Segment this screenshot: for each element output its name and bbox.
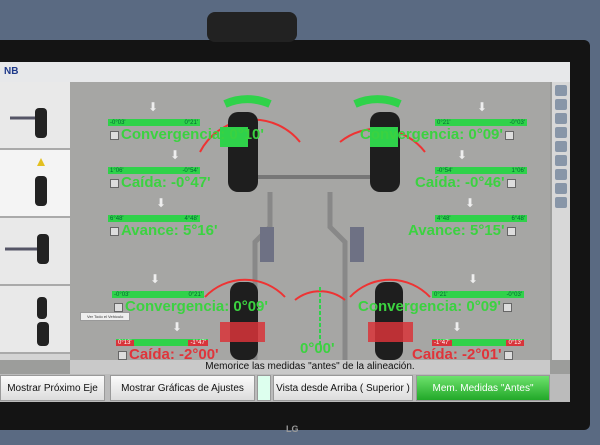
rr-toe-value: Convergencia: 0°09' (358, 298, 514, 315)
rl-toe-gauge: ⬇-0°03'0°21' (112, 272, 204, 298)
fl-camber-value: Caída: -0°47' (108, 174, 211, 191)
top-view-button[interactable]: Vista desde Arriba ( Superior ) (273, 375, 413, 401)
rl-camber-value: Caída: -2°00' (116, 346, 219, 363)
rr-toe-gauge: ⬇0°21'-0°03' (432, 272, 524, 298)
fl-caster-value: Avance: 5°16' (108, 222, 218, 239)
tool-icon[interactable] (555, 169, 567, 180)
tool-icon[interactable] (555, 183, 567, 194)
tool-icon[interactable] (555, 99, 567, 110)
fl-caster-gauge: ⬇6°48'4°48' (108, 196, 200, 222)
window-title: NB (0, 62, 570, 82)
fl-toe-value: Convergencia: 0°10' (108, 126, 264, 143)
thumb-rear-axle[interactable] (0, 218, 70, 286)
fl-toe-gauge: ⬇-0°03'0°21' (108, 100, 200, 126)
fr-toe-gauge: ⬇0°21'-0°03' (435, 100, 527, 126)
thumb-camber[interactable] (0, 150, 70, 218)
fr-caster-value: Avance: 5°15' (408, 222, 518, 239)
status-message: Memorice las medidas "antes" de la aline… (70, 360, 550, 374)
brand-logo: LG (286, 424, 299, 434)
thumb-full-vehicle[interactable] (0, 286, 70, 354)
tool-icon[interactable] (555, 85, 567, 96)
vehicle-diagram (199, 95, 431, 360)
fl-camber-gauge: ⬇1°06'-0°54' (108, 148, 200, 174)
tool-icon[interactable] (555, 141, 567, 152)
tool-icon[interactable] (555, 155, 567, 166)
save-before-button[interactable]: Mem. Medidas "Antes" (416, 375, 550, 401)
next-axle-button[interactable]: Mostrar Próximo Eje (0, 375, 105, 401)
rr-camber-value: Caída: -2°01' (412, 346, 515, 363)
button-bar: Mostrar Próximo Eje Mostrar Gráficas de … (0, 374, 570, 402)
fr-toe-value: Convergencia: 0°09' (360, 126, 516, 143)
rl-toe-value: Convergencia: 0°09' (112, 298, 268, 315)
fr-camber-gauge: ⬇-0°54'1°06' (435, 148, 527, 174)
fr-camber-value: Caída: -0°46' (415, 174, 518, 191)
view-sidebar (0, 82, 70, 360)
thumb-front-axle[interactable] (0, 82, 70, 150)
alignment-view: ⬇-0°03'0°21' Convergencia: 0°10' ⬇1°06'-… (70, 82, 550, 363)
thrust-angle-value: 0°00' (300, 340, 335, 357)
tool-icon[interactable] (555, 197, 567, 208)
screen: NB ⬇-0°03'0°21' Convergencia: 0°10' (0, 62, 570, 402)
right-toolbar (552, 82, 570, 360)
tool-icon[interactable] (555, 113, 567, 124)
adjust-graphs-button[interactable]: Mostrar Gráficas de Ajustes (110, 375, 255, 401)
rl-camber-gauge: ⬇0°13'-1°47' (116, 320, 208, 346)
progress-indicator (257, 375, 271, 401)
tool-icon[interactable] (555, 127, 567, 138)
tooltip: Ver Todo el Vehículo (80, 312, 131, 321)
rr-camber-gauge: ⬇-1°47'0°13' (432, 320, 524, 346)
webcam (207, 12, 297, 42)
fr-caster-gauge: ⬇4°48'6°48' (435, 196, 527, 222)
